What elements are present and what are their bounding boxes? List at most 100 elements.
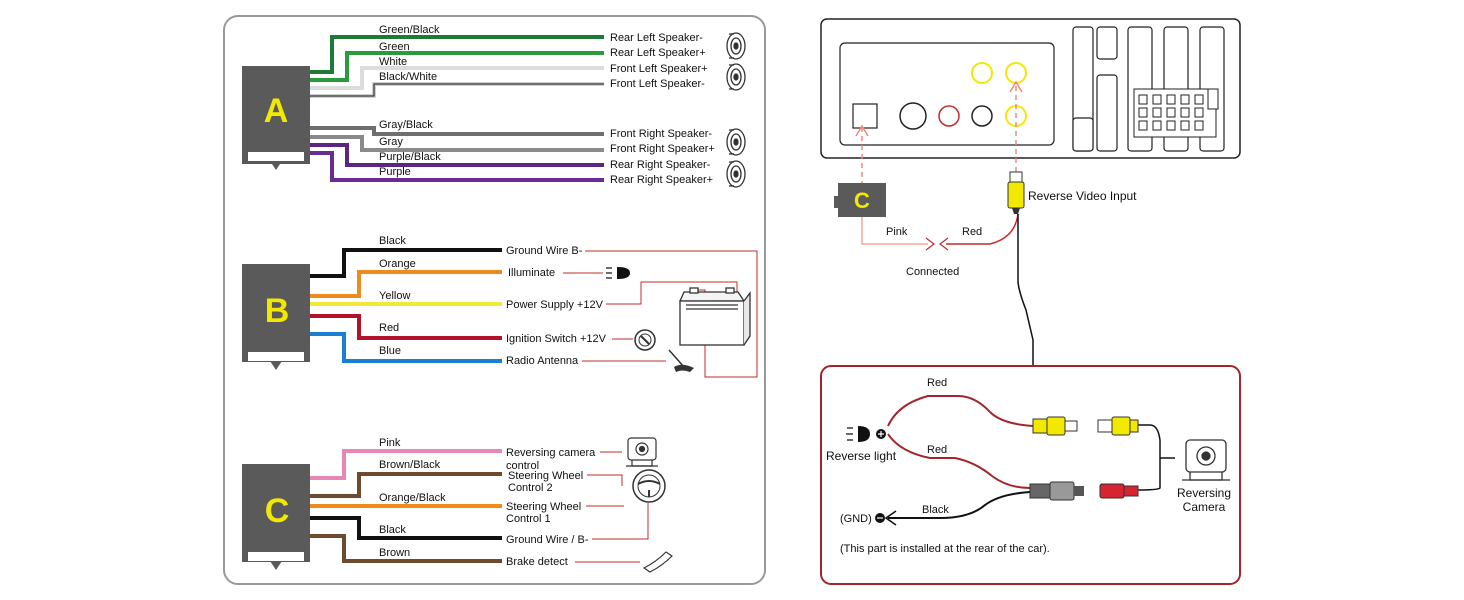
wire-a-gray	[310, 135, 604, 152]
harness-c-wires	[310, 449, 502, 563]
terminal-label: Rear Left Speaker+	[610, 47, 706, 59]
arrow-up	[1009, 80, 1023, 93]
wire-label: Green	[379, 41, 410, 53]
wire-label: Brown/Black	[379, 459, 441, 471]
red-wire-mid	[887, 433, 1031, 489]
wire-label: Brown	[379, 547, 410, 559]
wire-a-green	[310, 51, 604, 82]
speaker-icon	[726, 160, 746, 188]
rear-note: (This part is installed at the rear of t…	[840, 543, 1050, 555]
black-label: Black	[922, 504, 949, 516]
port-yellow	[1005, 62, 1027, 84]
connector-c-plug-letter: C	[854, 188, 870, 213]
pink-wire	[861, 217, 928, 245]
lead-line	[585, 250, 758, 378]
arrow-gnd	[884, 510, 897, 526]
terminal-label: Control 1	[506, 513, 551, 525]
port-round	[899, 102, 927, 130]
camera-yellow-rca	[1097, 416, 1139, 436]
video-cable	[1017, 214, 1034, 422]
terminal-label: Rear Right Speaker-	[610, 159, 711, 171]
connector-b-latch	[248, 352, 304, 361]
connector-c-letter: C	[265, 492, 290, 530]
camera-split	[1137, 424, 1161, 491]
red-mid-label: Red	[927, 444, 947, 456]
steering-wheel-icon	[632, 469, 666, 503]
wire-label: Black/White	[379, 71, 437, 83]
terminal-label: Front Left Speaker-	[610, 78, 705, 90]
red-wire-top	[887, 395, 1034, 427]
terminal-label: Front Right Speaker-	[610, 128, 712, 140]
harness-a-wires	[310, 35, 604, 182]
antenna-icon	[668, 349, 694, 372]
connector-b-tab	[270, 361, 282, 370]
wire-b-red	[310, 314, 502, 340]
speaker-icon	[726, 128, 746, 156]
harness-c-wire-labels: Pink Brown/Black Orange/Black Black Brow…	[379, 437, 446, 559]
connected-label: Connected	[906, 266, 959, 278]
terminal-label: Reversing camera	[506, 447, 596, 459]
connector-c-body	[242, 464, 310, 562]
wire-label: Red	[379, 322, 399, 334]
terminal-label: Control 2	[508, 482, 553, 494]
dc-power-plug	[1029, 481, 1084, 501]
connector-c: C	[242, 464, 310, 570]
reverse-light-label: Reverse light	[826, 449, 897, 463]
terminal-label: Steering Wheel	[508, 470, 583, 482]
pink-label: Pink	[886, 226, 908, 238]
wire-b-black	[310, 248, 502, 278]
terminal-label: Radio Antenna	[506, 355, 579, 367]
harness-b-leads	[563, 250, 758, 378]
battery-icon	[678, 287, 751, 346]
wire-label: Purple	[379, 166, 411, 178]
port-c-socket	[852, 103, 878, 129]
port-yellow	[971, 62, 993, 84]
harness-b-wire-labels: Black Orange Yellow Red Blue	[379, 235, 416, 357]
lead-line	[592, 503, 649, 540]
connection-arrows	[925, 237, 949, 251]
terminal-label: Steering Wheel	[506, 501, 581, 513]
wire-b-orange	[310, 270, 502, 298]
connector-a-letter: A	[264, 92, 289, 130]
wire-label: Gray/Black	[379, 119, 433, 131]
red-wire	[946, 213, 1019, 245]
harness-c: C Pink Brown/Black Orange/Black Black Br…	[242, 437, 673, 573]
connector-c-plug: C	[834, 183, 886, 217]
rear-yellow-rca	[1032, 416, 1078, 436]
wire-label: Purple/Black	[379, 151, 441, 163]
harness-b-wires	[310, 248, 502, 363]
connector-c-tab	[270, 561, 282, 570]
harness-c-terminals: Reversing camera control Steering Wheel …	[506, 447, 596, 568]
lead-line	[606, 281, 738, 305]
connector-c-latch	[248, 552, 304, 561]
wire-c-brown	[310, 534, 502, 563]
reversing-camera-label: Reversing	[1177, 486, 1231, 500]
head-unit-rear-panel	[820, 18, 1241, 159]
connector-b-body	[242, 264, 310, 362]
harness-b-terminals: Ground Wire B- Illuminate Power Supply +…	[506, 245, 607, 367]
av-port-panel	[839, 42, 1055, 146]
terminal-label: Ground Wire B-	[506, 245, 583, 257]
lead-line	[587, 474, 623, 486]
harness-b: B Black Orange Yellow Red Blue Ground Wi…	[242, 235, 758, 378]
port-red	[938, 105, 960, 127]
terminal-label: Power Supply +12V	[506, 299, 604, 311]
terminal-label: Rear Left Speaker-	[610, 32, 703, 44]
terminal-label: Rear Right Speaker+	[610, 174, 713, 186]
wire-label: White	[379, 56, 407, 68]
wire-a-gray-black	[310, 126, 604, 136]
red-label: Red	[962, 226, 982, 238]
wire-a-black-white-stripe	[310, 83, 604, 97]
ignition-key-icon	[634, 329, 656, 351]
camera-red-plug	[1099, 483, 1139, 499]
black-wire	[888, 491, 1031, 519]
brake-pedal-icon	[642, 551, 673, 573]
red-top-label: Red	[927, 377, 947, 389]
iso-connector-grid	[1133, 88, 1219, 138]
harness-a-terminals: Rear Left Speaker- Rear Left Speaker+ Fr…	[610, 32, 715, 186]
camera-icon	[626, 437, 658, 467]
speaker-icon	[726, 32, 746, 60]
connector-b-letter: B	[265, 292, 290, 330]
harness-a-wire-labels: Green/Black Green White Black/White Gray…	[379, 24, 441, 178]
